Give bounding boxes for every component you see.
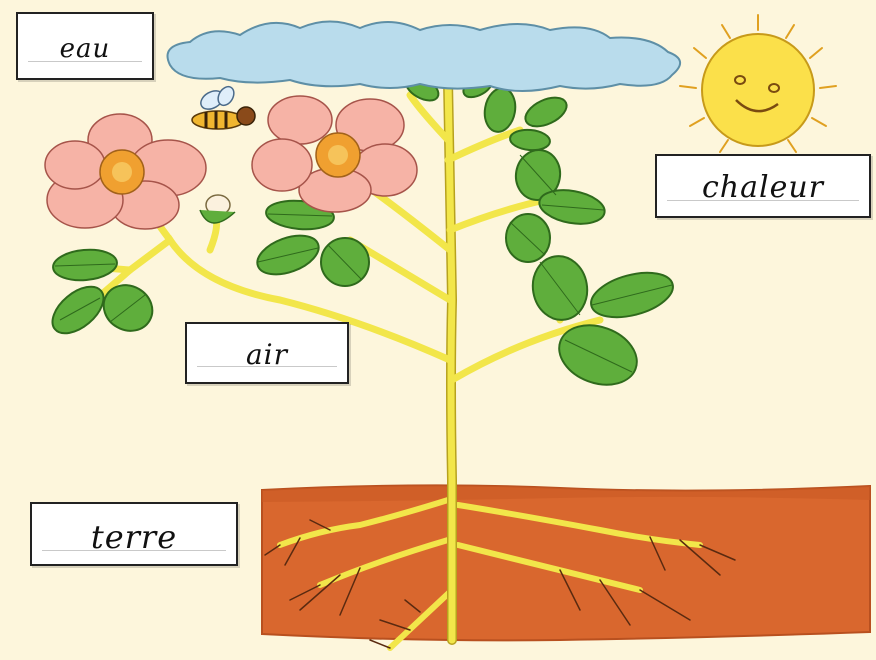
sun: [680, 15, 836, 152]
label-eau-text: eau: [18, 34, 152, 64]
label-air-text: air: [187, 338, 347, 371]
label-air: air: [185, 322, 349, 384]
label-terre-text: terre: [32, 518, 236, 556]
label-chaleur: chaleur: [655, 154, 871, 218]
label-eau: eau: [16, 12, 154, 80]
cloud: [168, 22, 681, 92]
flower-left: [45, 114, 206, 229]
bee: [192, 84, 255, 129]
label-chaleur-text: chaleur: [657, 170, 869, 205]
soil: [262, 485, 870, 640]
label-terre: terre: [30, 502, 238, 566]
flower-right: [252, 96, 417, 212]
